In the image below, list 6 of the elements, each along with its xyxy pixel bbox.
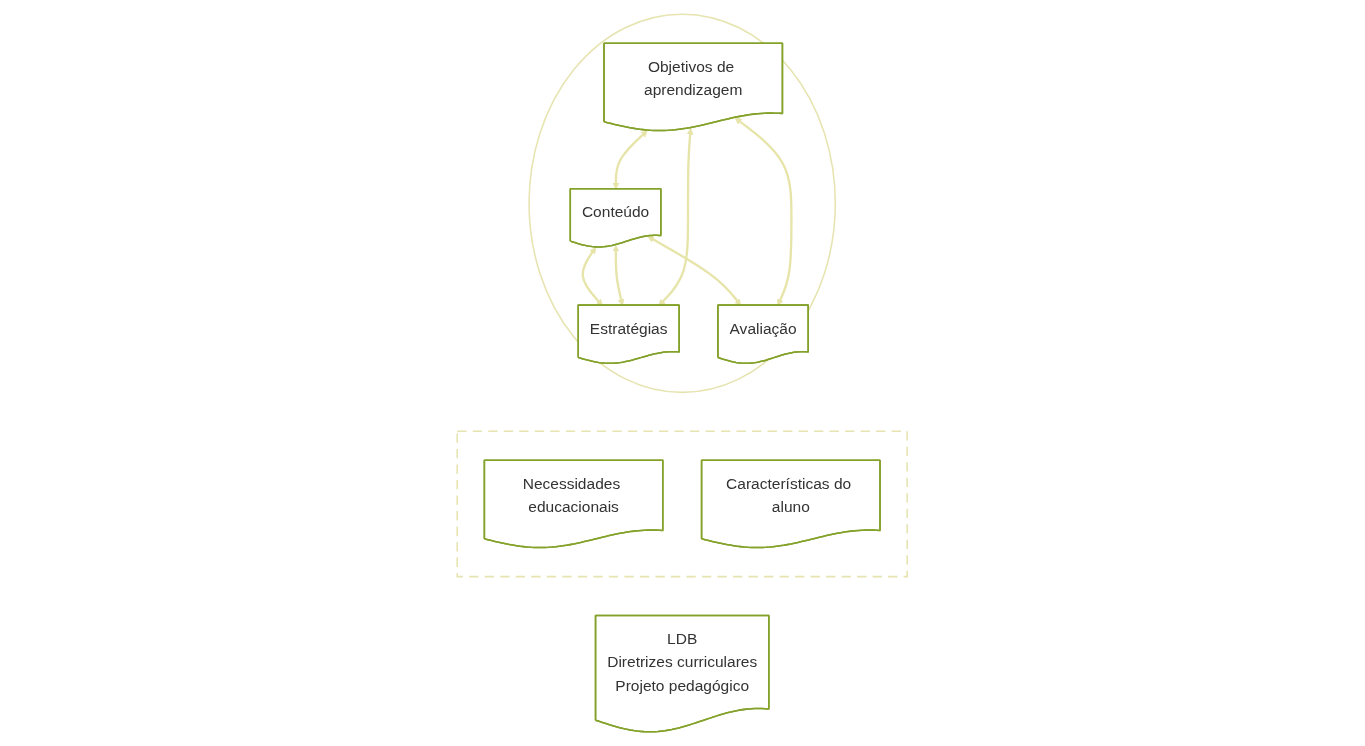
- arrow: [658, 127, 694, 306]
- arrow: [612, 244, 625, 306]
- arrow: [735, 117, 793, 306]
- arrow: [581, 247, 604, 306]
- arrow: [647, 236, 742, 306]
- cluster: [456, 430, 909, 578]
